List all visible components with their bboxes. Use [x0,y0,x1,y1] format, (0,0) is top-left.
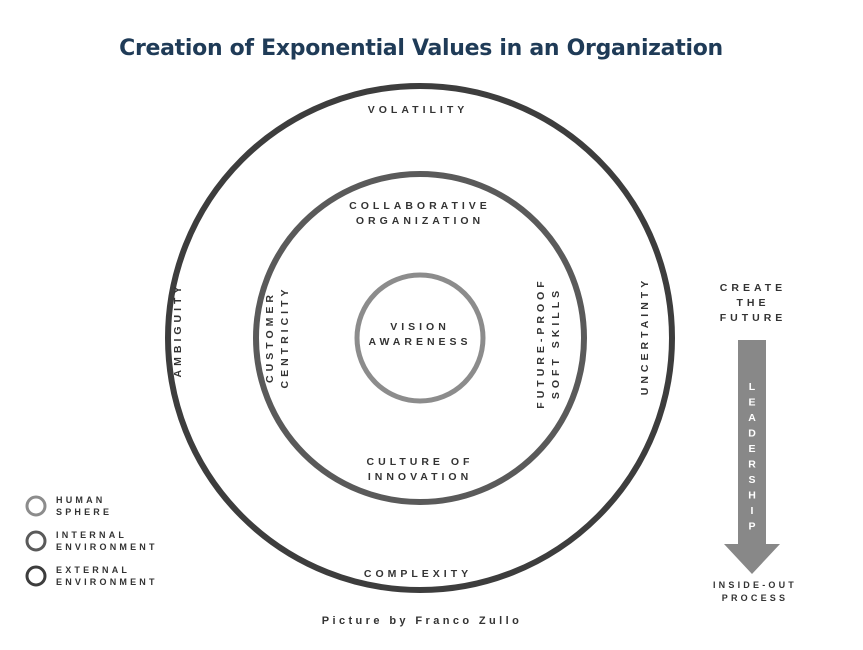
arrow-label-letter: E [748,443,755,455]
arrow-label-letter: D [748,428,756,440]
arrow-label-letter: A [748,412,756,424]
middle-label-bottom-line2: INNOVATION [368,471,472,483]
legend-label-human-line2: SPHERE [56,507,112,517]
legend-label-internal-line2: ENVIRONMENT [56,542,158,552]
outer-label-left: AMBIGUITY [172,283,184,378]
arrow-label-letter: I [751,505,754,517]
legend: HUMAN SPHERE INTERNAL ENVIRONMENT EXTERN… [25,495,158,587]
middle-label-bottom-line1: CULTURE OF [367,456,474,468]
arrow-bottom-label-line2: PROCESS [722,593,788,603]
arrow-label-letter: S [748,474,755,486]
arrow-label-letter: L [749,381,756,393]
arrow-top-label-line2: THE [737,297,770,309]
down-arrow-icon [724,340,780,574]
middle-label-left-line2: CENTRICITY [279,286,291,389]
diagram-title: Creation of Exponential Values in an Org… [119,36,723,61]
legend-label-external-line2: ENVIRONMENT [56,577,158,587]
arrow-label-letter: E [748,397,755,409]
middle-label-top-line2: ORGANIZATION [356,215,484,227]
middle-label-right-line1: FUTURE-PROOF [535,277,547,408]
middle-label-left-line1: CUSTOMER [264,291,276,383]
legend-swatch-internal-environment [25,530,47,552]
arrow-label-letter: H [748,490,756,502]
outer-label-bottom: COMPLEXITY [364,568,472,580]
arrow-label-letter: P [748,521,755,533]
middle-label-right-line2: SOFT SKILLS [550,287,562,399]
arrow-top-label-line1: CREATE [720,282,786,294]
legend-label-internal-line1: INTERNAL [56,530,127,540]
outer-label-right: UNCERTAINTY [639,277,651,395]
arrow-top-label-line3: FUTURE [720,312,787,324]
legend-swatch-human-sphere [25,495,47,517]
outer-ring-external-environment [165,83,675,593]
outer-label-top: VOLATILITY [368,104,468,116]
arrow-bottom-label-line1: INSIDE-OUT [713,580,797,590]
arrow-label-letter: R [748,459,756,471]
legend-label-external-line1: EXTERNAL [56,565,130,575]
legend-swatch-external-environment [25,565,47,587]
middle-ring-internal-environment [253,171,587,505]
picture-credit: Picture by Franco Zullo [322,615,522,627]
inner-label-line1: VISION [390,321,450,333]
middle-label-top-line1: COLLABORATIVE [349,200,491,212]
legend-label-human-line1: HUMAN [56,495,106,505]
inner-ring-human-sphere [354,272,486,404]
inner-label-line2: AWARENESS [368,336,471,348]
